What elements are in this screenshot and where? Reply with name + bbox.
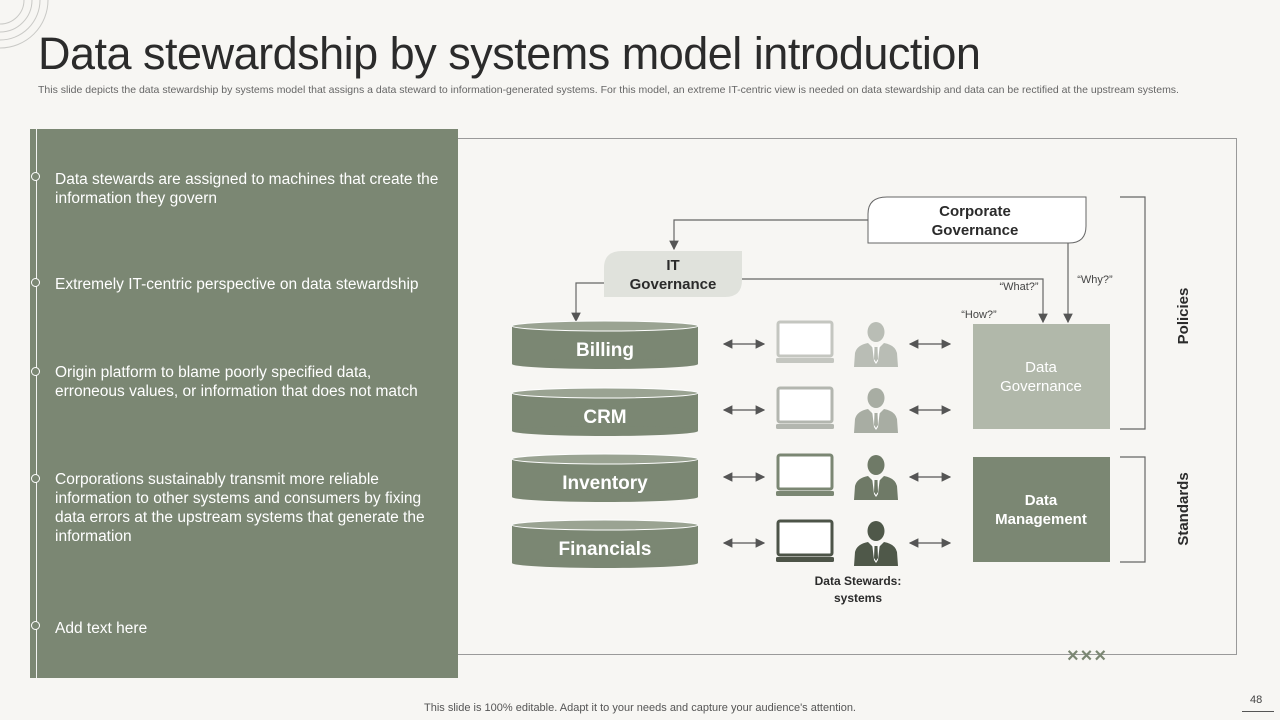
what-arrow	[742, 278, 1048, 324]
system-row-billing: Billing	[511, 320, 952, 369]
decorative-x-marks: ×××	[1067, 645, 1109, 667]
it-governance-label-1: IT	[666, 257, 679, 274]
financials-steward-icon	[854, 521, 898, 566]
it-governance-label-2: Governance	[630, 276, 717, 293]
bullet-text-4: Corporations sustainably transmit more r…	[55, 471, 425, 545]
billing-laptop-icon	[774, 320, 836, 365]
data-governance-box	[973, 324, 1110, 429]
inventory-cylinder	[512, 459, 698, 497]
data-management-label-2: Management	[995, 511, 1087, 528]
billing-cylinder	[512, 326, 698, 364]
left-panel: Data stewards are assigned to machines t…	[30, 129, 458, 678]
data-governance-label-1: Data	[1025, 359, 1057, 376]
it-to-systems-arrow	[571, 282, 604, 323]
page-number: 48	[1250, 694, 1263, 706]
system-row-crm: CRM	[511, 386, 952, 436]
corporate-governance-label-1: Corporate	[939, 203, 1011, 220]
crm-steward-icon	[854, 388, 898, 433]
system-row-financials: Financials	[511, 519, 952, 568]
why-label: “Why?”	[1077, 274, 1113, 286]
crm-label: CRM	[583, 407, 626, 428]
data-management-box	[973, 457, 1110, 562]
crm-cylinder	[512, 393, 698, 431]
inventory-label: Inventory	[562, 473, 648, 494]
inventory-steward-icon	[854, 455, 898, 500]
page-number-underline	[1242, 711, 1274, 712]
bullet-text-2: Extremely IT-centric perspective on data…	[55, 276, 419, 293]
system-row-inventory: Inventory	[511, 453, 952, 502]
it-governance-box	[604, 251, 742, 297]
standards-bracket	[1120, 456, 1146, 563]
bullet-dot-2	[31, 278, 40, 287]
policies-bracket	[1120, 196, 1146, 430]
bullet-dot-3	[31, 367, 40, 376]
stewards-caption-2: systems	[834, 591, 882, 605]
data-management-label-1: Data	[1025, 492, 1058, 509]
billing-label: Billing	[576, 340, 634, 361]
policies-label: Policies	[1175, 288, 1192, 345]
financials-label: Financials	[559, 539, 652, 560]
corporate-to-it-arrow	[669, 219, 868, 251]
bullet-text-1: Data stewards are assigned to machines t…	[55, 171, 439, 207]
billing-steward-icon	[854, 322, 898, 367]
panel-timeline-line	[36, 129, 37, 678]
page-title: Data stewardship by systems model introd…	[38, 28, 981, 79]
standards-label: Standards	[1175, 472, 1192, 545]
corporate-governance-box	[867, 196, 1087, 244]
crm-laptop-icon	[774, 386, 836, 431]
bullet-text-3: Origin platform to blame poorly specifie…	[55, 364, 418, 400]
what-label: “What?”	[999, 281, 1038, 293]
page-subtitle: This slide depicts the data stewardship …	[38, 84, 1179, 96]
bullet-dot-1	[31, 172, 40, 181]
stewards-caption-1: Data Stewards:	[815, 574, 902, 588]
diagram-frame	[458, 138, 1237, 655]
bullet-text-5: Add text here	[55, 620, 148, 637]
corporate-governance-label-2: Governance	[932, 222, 1019, 239]
financials-cylinder	[512, 525, 698, 563]
data-governance-label-2: Governance	[1000, 378, 1082, 395]
financials-laptop-icon	[774, 519, 836, 564]
footer-note: This slide is 100% editable. Adapt it to…	[424, 702, 856, 714]
how-label: “How?”	[961, 309, 997, 321]
bullet-dot-4	[31, 474, 40, 483]
inventory-laptop-icon	[774, 453, 836, 498]
bullet-dot-5	[31, 621, 40, 630]
